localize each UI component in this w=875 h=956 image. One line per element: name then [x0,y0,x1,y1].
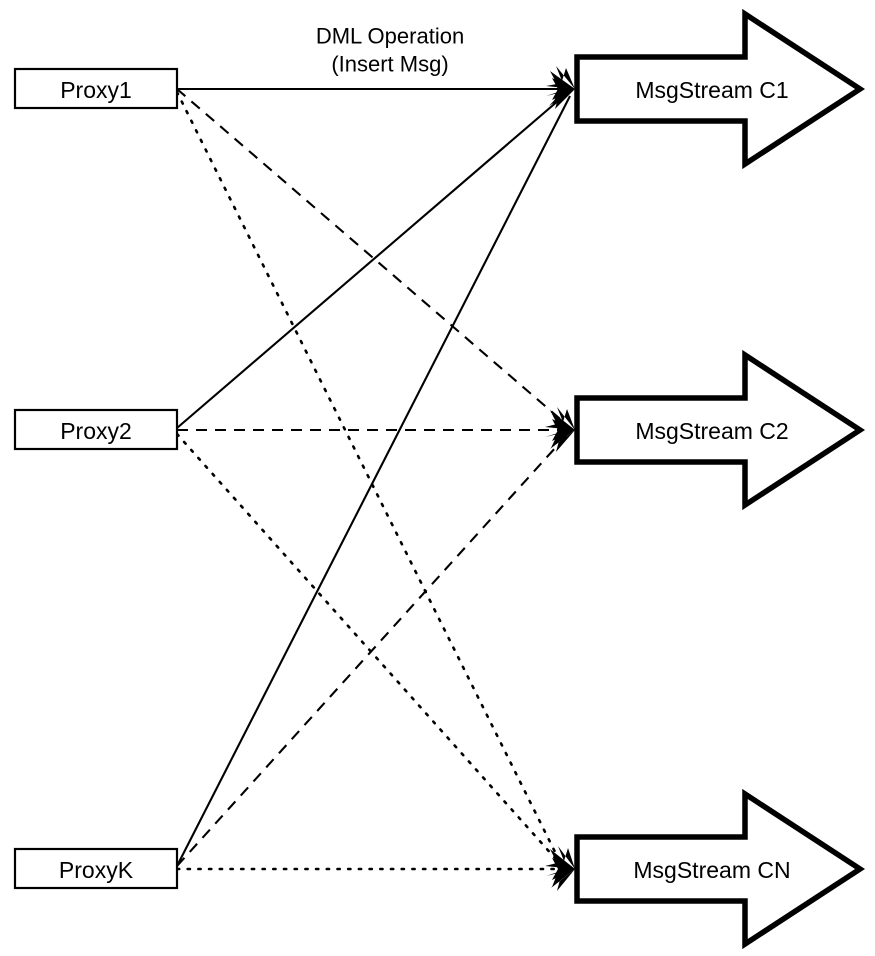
edge-proxy2-to-stream-c1 [176,93,567,429]
proxy1-label: Proxy1 [60,77,132,103]
proxy-node-proxy1[interactable]: Proxy1 [13,67,179,110]
arrowhead-stream-c2 [545,407,575,452]
stream-node-c2[interactable]: MsgStream C2 [574,349,866,511]
proxy-node-proxyk[interactable]: ProxyK [13,847,179,890]
proxy2-label: Proxy2 [60,418,132,444]
stream-c1-label: MsgStream C1 [635,77,788,103]
arrowhead-stream-cn [545,846,575,891]
proxyk-box[interactable] [13,847,179,890]
stream-node-cn[interactable]: MsgStream CN [574,788,866,950]
annotation-line-2: (Insert Msg) [331,52,448,77]
proxy2-box[interactable] [13,408,179,451]
stream-cn-label: MsgStream CN [633,857,790,883]
stream-c1-block-arrow-icon[interactable] [574,8,866,170]
proxy1-box[interactable] [13,67,179,110]
edge-layer [175,87,572,871]
proxyk-label: ProxyK [59,857,134,883]
dml-operation-annotation: DML Operation (Insert Msg) [316,24,464,77]
edge-proxy2-to-stream-cn [175,432,564,868]
edge-proxy1-to-stream-c2 [176,88,567,425]
edge-proxyk-to-stream-c1 [176,95,571,867]
stream-cn-block-arrow-icon[interactable] [574,788,866,950]
arrowhead-stream-c1 [546,66,575,109]
arrowhead-layer [545,66,575,891]
edge-proxyk-to-stream-c2 [176,435,567,867]
stream-c2-block-arrow-icon[interactable] [574,349,866,511]
proxy-node-proxy2[interactable]: Proxy2 [13,408,179,451]
annotation-line-1: DML Operation [316,24,464,49]
edge-proxy1-to-stream-cn [175,90,564,868]
stream-node-c1[interactable]: MsgStream C1 [574,8,866,170]
stream-c2-label: MsgStream C2 [635,418,788,444]
